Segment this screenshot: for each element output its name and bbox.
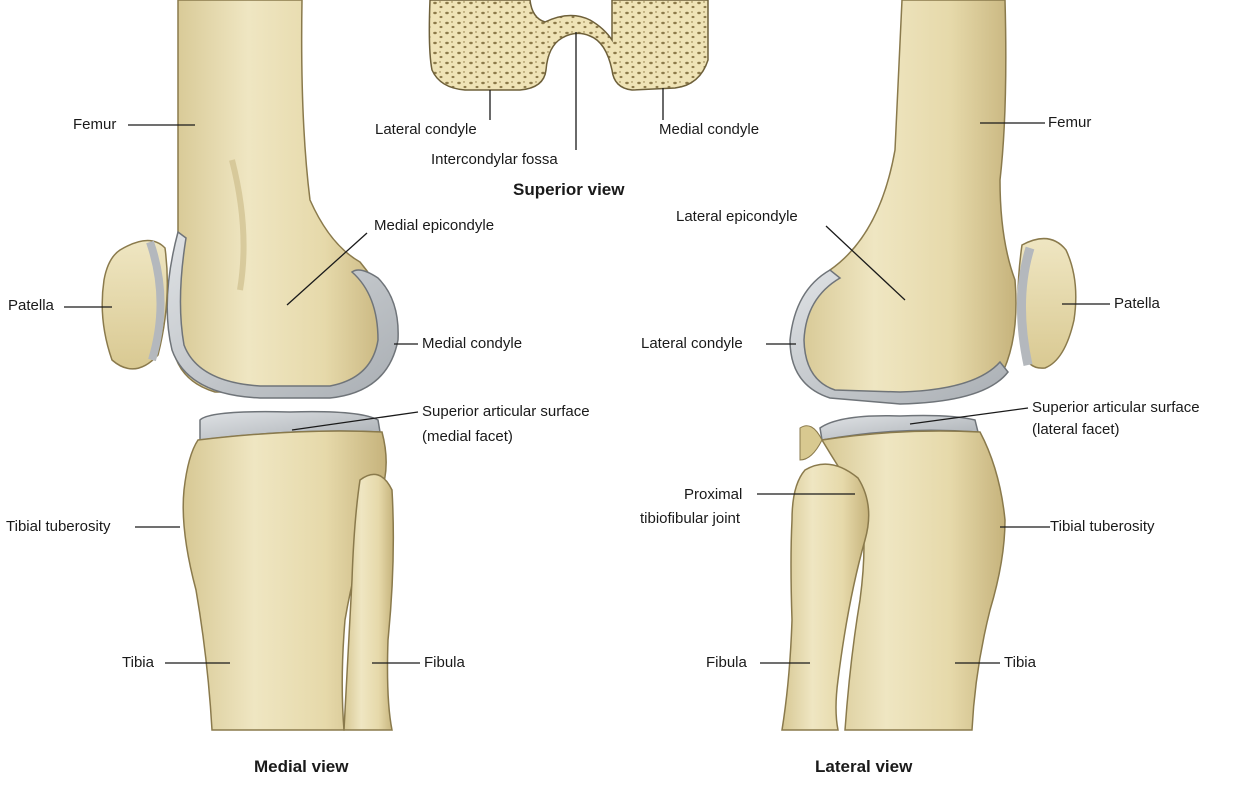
medial-femur-label: Femur — [73, 116, 116, 134]
lateral-facet-label: (lateral facet) — [1032, 421, 1120, 439]
proximal-label: Proximal — [684, 486, 742, 504]
superior-view-drawing — [429, 0, 708, 90]
lateral-view-title: Lateral view — [815, 757, 912, 777]
superior-view-title: Superior view — [513, 180, 624, 200]
lateral-condyle-label: Lateral condyle — [641, 335, 743, 353]
lateral-superior-articular-surface-label: Superior articular surface — [1032, 399, 1200, 417]
medial-epicondyle-label: Medial epicondyle — [374, 217, 494, 235]
medial-fibula-label: Fibula — [424, 654, 465, 672]
lateral-view-drawing — [782, 0, 1076, 730]
medial-view-title: Medial view — [254, 757, 348, 777]
medial-view-drawing — [102, 0, 398, 730]
lateral-epicondyle-label: Lateral epicondyle — [676, 208, 798, 226]
tibiofibular-joint-label: tibiofibular joint — [640, 510, 740, 528]
lateral-tibia-label: Tibia — [1004, 654, 1036, 672]
superior-lateral-condyle-label: Lateral condyle — [375, 121, 477, 139]
medial-superior-articular-surface-label: Superior articular surface — [422, 403, 590, 421]
lateral-patella-label: Patella — [1114, 295, 1160, 313]
superior-medial-condyle-label: Medial condyle — [659, 121, 759, 139]
lateral-femur-label: Femur — [1048, 114, 1091, 132]
femur-cross-section — [429, 0, 708, 90]
superior-intercondylar-fossa-label: Intercondylar fossa — [431, 151, 558, 169]
lateral-femur — [798, 0, 1016, 398]
lateral-tibial-tuberosity-label: Tibial tuberosity — [1050, 518, 1155, 536]
lateral-fibula-label: Fibula — [706, 654, 747, 672]
medial-tibia-label: Tibia — [122, 654, 154, 672]
medial-condyle-label: Medial condyle — [422, 335, 522, 353]
medial-femur — [172, 0, 391, 392]
medial-facet-label: (medial facet) — [422, 428, 513, 446]
medial-tibial-tuberosity-label: Tibial tuberosity — [6, 518, 111, 536]
medial-patella-label: Patella — [8, 297, 54, 315]
